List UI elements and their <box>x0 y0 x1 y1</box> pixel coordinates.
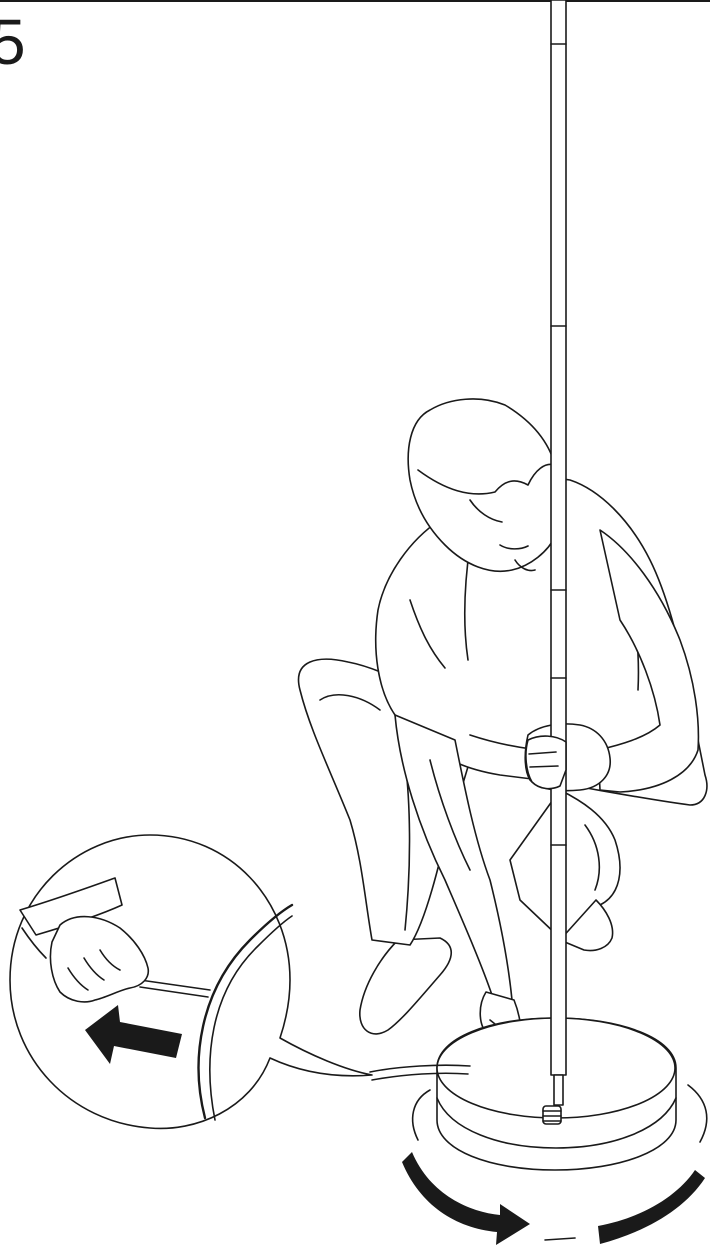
back-foot <box>360 938 451 1034</box>
pole <box>551 0 566 1105</box>
detail-callout <box>10 835 372 1128</box>
person-figure <box>299 399 707 1067</box>
gripping-fingers <box>526 736 566 789</box>
